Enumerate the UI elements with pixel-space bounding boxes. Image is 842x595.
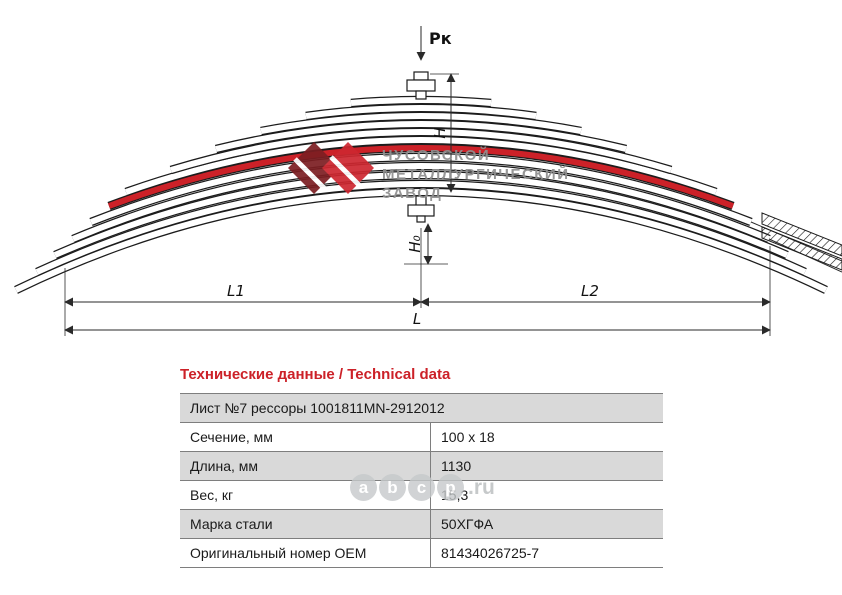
row-value: 100 x 18 xyxy=(430,423,663,451)
dim-l-label: L xyxy=(413,310,421,328)
dim-h0-label: H₀ xyxy=(406,235,424,252)
leaf-spring-drawing: Pк H H₀ L1 L2 xyxy=(14,26,842,336)
table-row: Вес, кг 15,3 xyxy=(180,481,663,510)
dim-l1-label: L1 xyxy=(227,282,245,300)
dim-h-label: H xyxy=(431,127,449,138)
row-value: 15,3 xyxy=(430,481,663,509)
dimension-l1: L1 xyxy=(64,282,422,307)
cmz-logo-watermark: ЧУСОВСКОЙ МЕТАЛЛУРГИЧЕСКИЙ ЗАВОД xyxy=(288,142,570,202)
row-value: 81434026725-7 xyxy=(430,539,663,567)
dimension-h: H xyxy=(430,73,459,193)
table-header-row: Лист №7 рессоры 1001811MN-2912012 xyxy=(180,394,663,423)
dimension-h0: H₀ xyxy=(404,223,448,265)
hatched-section-ends xyxy=(750,212,842,273)
table-row: Сечение, мм 100 x 18 xyxy=(180,423,663,452)
table-row: Марка стали 50ХГФА xyxy=(180,510,663,539)
dimension-l2: L2 xyxy=(420,282,771,307)
leaf-stack xyxy=(14,95,828,294)
row-label: Вес, кг xyxy=(190,487,234,503)
row-value: 50ХГФА xyxy=(430,510,663,538)
center-bolt-bottom xyxy=(407,195,435,223)
cmz-logo-icon xyxy=(288,142,374,194)
center-bolt-top xyxy=(406,71,436,100)
row-label: Сечение, мм xyxy=(190,429,273,445)
highlighted-leaf xyxy=(107,143,735,210)
row-label: Марка стали xyxy=(190,516,273,532)
dimension-l: L xyxy=(64,310,771,335)
force-label: Pк xyxy=(429,29,452,48)
row-label: Длина, мм xyxy=(190,458,259,474)
cmz-logo-line3: ЗАВОД xyxy=(382,185,442,202)
table-row: Оригинальный номер OEM 81434026725-7 xyxy=(180,539,663,568)
row-label: Оригинальный номер OEM xyxy=(190,545,367,561)
force-arrow: Pк xyxy=(416,26,452,61)
technical-data-table: Лист №7 рессоры 1001811MN-2912012 Сечени… xyxy=(180,393,663,568)
technical-data-section: Технические данные / Technical data Лист… xyxy=(180,366,663,568)
technical-data-title: Технические данные / Technical data xyxy=(180,366,451,383)
cmz-logo-line1: ЧУСОВСКОЙ xyxy=(382,146,490,164)
row-value: 1130 xyxy=(430,452,663,480)
cmz-logo-line2: МЕТАЛЛУРГИЧЕСКИЙ xyxy=(382,165,570,183)
dim-l2-label: L2 xyxy=(581,282,599,300)
table-row: Длина, мм 1130 xyxy=(180,452,663,481)
part-title: Лист №7 рессоры 1001811MN-2912012 xyxy=(190,400,445,416)
